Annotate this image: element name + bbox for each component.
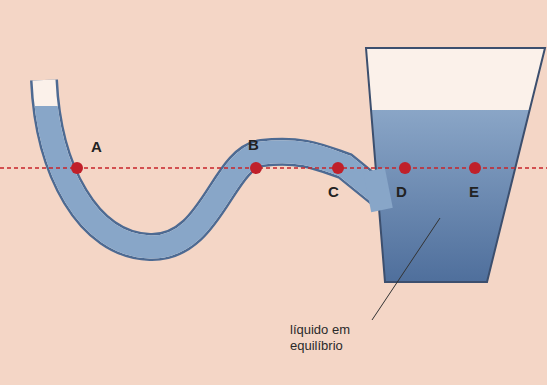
container-liquid xyxy=(366,110,545,282)
callout-label: líquido em equilíbrio xyxy=(290,322,372,353)
point-dot xyxy=(399,162,411,174)
point-label: B xyxy=(248,136,259,153)
point-dot xyxy=(332,162,344,174)
point-label: E xyxy=(469,183,479,200)
tube-inside xyxy=(44,80,382,247)
point-dots xyxy=(71,162,481,174)
point-dot xyxy=(71,162,83,174)
tube-joint xyxy=(374,170,382,210)
point-dot xyxy=(250,162,262,174)
point-dot xyxy=(469,162,481,174)
container-wall xyxy=(366,48,545,282)
point-label: A xyxy=(91,138,102,155)
leader-line xyxy=(372,218,440,320)
tube-liquid xyxy=(44,106,382,247)
point-label: D xyxy=(396,183,407,200)
point-label: C xyxy=(328,183,339,200)
container-inside xyxy=(366,48,545,282)
tube-wall xyxy=(44,80,382,247)
